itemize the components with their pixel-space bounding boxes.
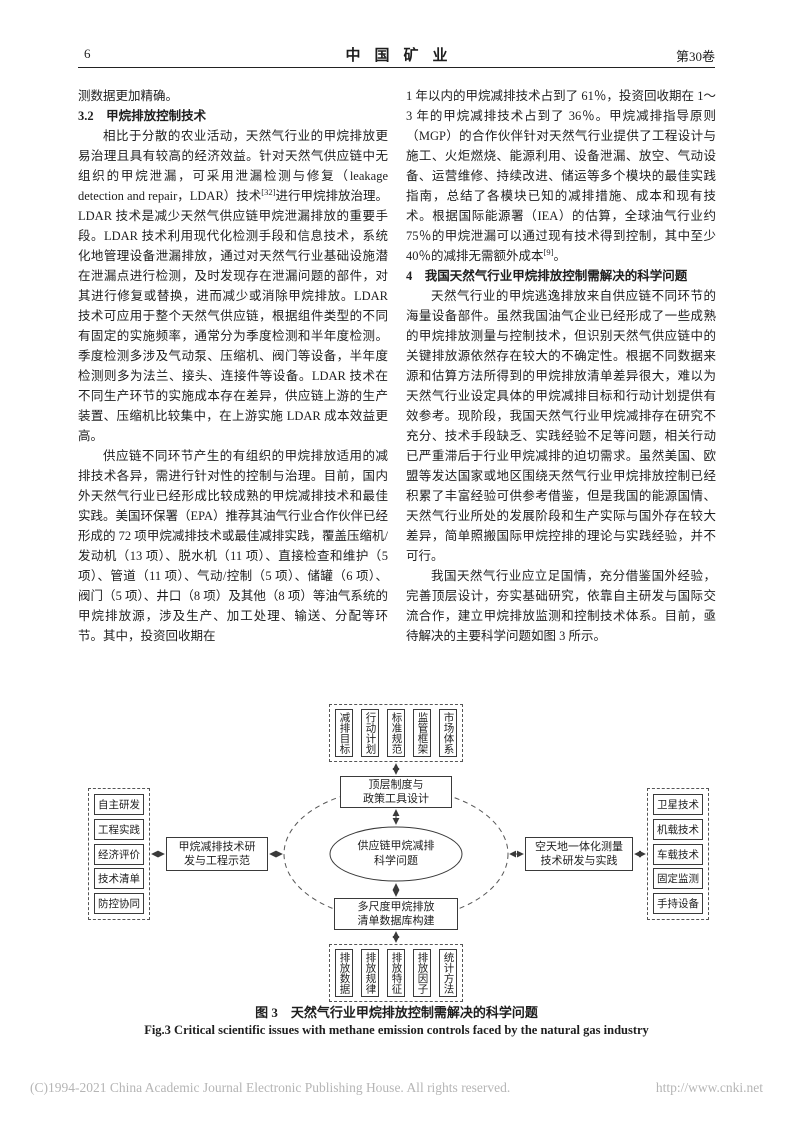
diagram-item: 减排目标 — [335, 709, 353, 757]
paragraph-continuation: 1 年以内的甲烷减排技术占到了 61％，投资回收期在 1～3 年的甲烷减排技术占… — [406, 86, 716, 266]
paragraph: 相比于分散的农业活动，天然气行业的甲烷排放更易治理且具有较高的经济效益。针对天然… — [78, 126, 388, 446]
diagram-item: 技术清单 — [94, 868, 144, 890]
diagram-item: 排放因子 — [413, 949, 431, 997]
diagram-connector-layer — [151, 763, 646, 943]
header-divider — [78, 67, 715, 68]
right-column: 1 年以内的甲烷减排技术占到了 61％，投资回收期在 1～3 年的甲烷减排技术占… — [406, 86, 716, 646]
diagram-item: 监管框架 — [413, 709, 431, 757]
left-column: 测数据更加精确。 3.2 甲烷排放控制技术 相比于分散的农业活动，天然气行业的甲… — [78, 86, 388, 646]
diagram-item: 经济评价 — [94, 843, 144, 865]
bottom-inventory-box: 多尺度甲烷排放 清单数据库构建 — [334, 898, 458, 930]
paragraph: 天然气行业的甲烷逃逸排放来自供应链不同环节的海量设备部件。虽然我国油气企业已经形… — [406, 289, 716, 563]
figure-caption-en: Fig.3 Critical scientific issues with me… — [144, 1023, 649, 1037]
journal-title: 中国矿业 — [345, 48, 462, 64]
diagram-item: 行动计划 — [361, 709, 379, 757]
section-heading-4: 4 我国天然气行业甲烷排放控制需解决的科学问题 — [406, 269, 688, 283]
bottom-item-group: 排放数据 排放规律 排放特征 排放因子 统计方法 — [329, 944, 463, 1002]
diagram-item: 手持设备 — [653, 893, 703, 914]
copyright-text: (C)1994-2021 China Academic Journal Elec… — [30, 1080, 511, 1095]
page-header: 6 中国矿业 第30卷 — [78, 44, 715, 66]
left-technology-box: 甲烷减排技术研 发与工程示范 — [166, 837, 268, 871]
top-policy-box: 顶层制度与 政策工具设计 — [340, 776, 452, 808]
center-ellipse — [329, 826, 463, 882]
top-item-group: 减排目标 行动计划 标准规范 监管框架 市场体系 — [329, 704, 463, 762]
diagram-item: 防控协同 — [94, 893, 144, 914]
paragraph: 我国天然气行业应立足国情，充分借鉴国外经验，完善顶层设计，夯实基础研究，依靠自主… — [406, 569, 716, 643]
cnki-url: http://www.cnki.net — [655, 1080, 763, 1095]
paragraph: 供应链不同环节产生的有组织的甲烷排放适用的减排技术各异，需进行针对性的控制与治理… — [78, 449, 388, 643]
citation-ref-9: [9] — [543, 246, 554, 257]
diagram-item: 排放特征 — [387, 949, 405, 997]
right-measurement-box: 空天地一体化测量 技术研发与实践 — [525, 837, 633, 871]
page-footer: (C)1994-2021 China Academic Journal Elec… — [30, 1080, 763, 1096]
diagram-item: 固定监测 — [653, 868, 703, 890]
diagram-item: 统计方法 — [439, 949, 457, 997]
diagram-item: 自主研发 — [94, 794, 144, 815]
paragraph-text: 。 — [553, 249, 566, 263]
diagram-item: 排放规律 — [361, 949, 379, 997]
center-issue-label: 供应链甲烷减排 科学问题 — [357, 840, 435, 867]
paragraph-text: 1 年以内的甲烷减排技术占到了 61％，投资回收期在 1～3 年的甲烷减排技术占… — [406, 89, 716, 263]
diagram-item: 车载技术 — [653, 843, 703, 865]
left-item-group: 自主研发 工程实践 经济评价 技术清单 防控协同 — [88, 788, 150, 920]
diagram-item: 机载技术 — [653, 818, 703, 840]
diagram-item: 排放数据 — [335, 949, 353, 997]
paragraph-text: 进行甲烷排放治理。LDAR 技术是减少天然气供应链甲烷泄漏排放的重要手段。LDA… — [78, 189, 388, 443]
volume-label: 第30卷 — [675, 49, 715, 64]
diagram-item: 市场体系 — [439, 709, 457, 757]
paragraph-text: 相比于分散的农业活动，天然气行业的甲烷排放更易治理且具有较高的经济效益。针对天然… — [78, 129, 388, 203]
diagram-item: 标准规范 — [387, 709, 405, 757]
figure-3-diagram: 减排目标 行动计划 标准规范 监管框架 市场体系 顶层制度与 政策工具设计 供应… — [78, 702, 715, 1002]
right-item-group: 卫星技术 机载技术 车载技术 固定监测 手持设备 — [647, 788, 709, 920]
citation-ref-32: [32] — [261, 186, 276, 197]
diagram-item: 工程实践 — [94, 818, 144, 840]
diagram-item: 卫星技术 — [653, 794, 703, 815]
page-number: 6 — [84, 46, 91, 61]
figure-caption-zh: 图 3 天然气行业甲烷排放控制需解决的科学问题 — [255, 1005, 538, 1020]
section-heading-3-2: 3.2 甲烷排放控制技术 — [78, 109, 207, 123]
paragraph-continuation: 测数据更加精确。 — [78, 89, 179, 103]
